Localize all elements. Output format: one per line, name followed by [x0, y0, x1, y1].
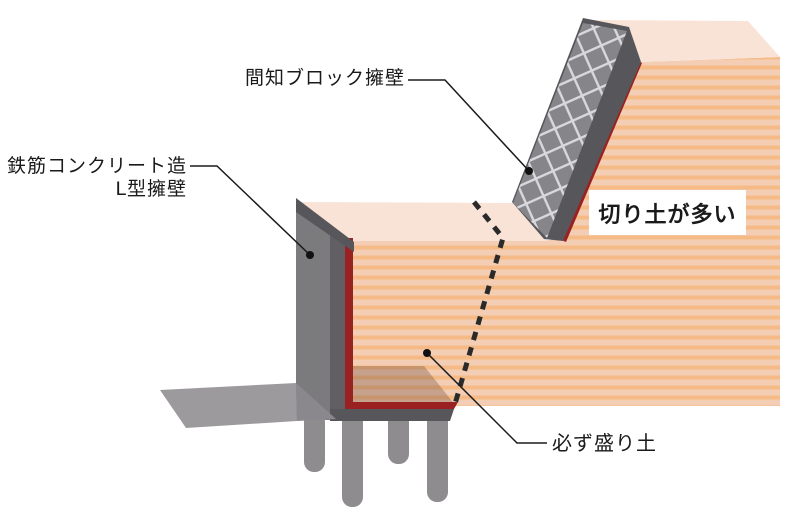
l-wall-red-liner-vertical: [345, 238, 353, 406]
pile: [342, 412, 363, 507]
label-rc-l-wall-line1: 鉄筋コンクリート造: [6, 155, 187, 177]
l-wall-footing-band: [330, 409, 454, 421]
kenchi-wall-hatched-face: [513, 23, 627, 238]
pile: [427, 412, 448, 502]
soil-front-face: [352, 57, 780, 406]
pile: [388, 412, 409, 464]
soil-top-face-upper: [592, 20, 780, 62]
l-wall-red-liner-bottom: [345, 402, 458, 409]
label-rc-l-wall-line2: L型擁壁: [115, 178, 187, 200]
label-cut-soil-box: 切り土が多い: [589, 190, 746, 235]
l-wall-cap: [296, 198, 354, 252]
leader-fill-soil: [426, 352, 547, 444]
l-wall-side-face: [330, 235, 345, 421]
cut-fill-boundary-dashed-line: [452, 200, 506, 405]
leader-dot-fill: [423, 349, 431, 357]
label-kenchi-block-wall: 間知ブロック擁壁: [244, 67, 405, 89]
l-wall-front-face: [296, 211, 330, 420]
leader-rc-wall: [190, 165, 311, 256]
leader-dot-rc: [306, 251, 314, 259]
fill-soil-wedge: [352, 366, 456, 406]
label-fill-soil: 必ず盛り土: [552, 431, 657, 455]
heel-slab-top: [160, 383, 297, 428]
soil-top-face-terrace: [299, 202, 548, 241]
leader-dot-kenchi: [525, 167, 533, 175]
pile: [304, 412, 325, 472]
heel-slab-corner-shadow: [296, 383, 336, 421]
leader-kenchi-wall: [408, 79, 530, 172]
